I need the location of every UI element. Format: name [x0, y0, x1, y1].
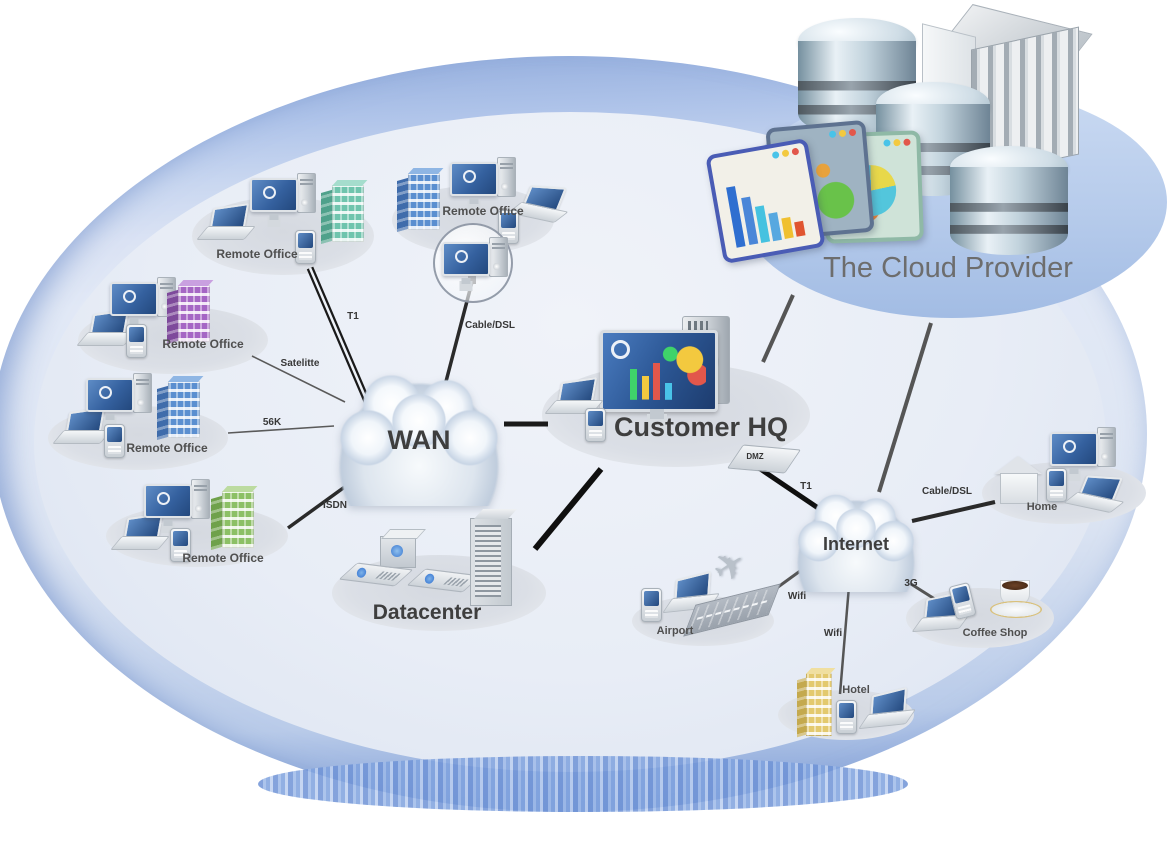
desktop-pc-icon: [250, 173, 316, 228]
smartphone-icon: [498, 210, 519, 244]
monitor-icon: [110, 282, 158, 316]
office-building-icon: [210, 486, 254, 551]
link-internet-hotel: [838, 585, 851, 695]
network-device-icon: [380, 536, 416, 568]
link-label-isdn: ISDN: [323, 500, 347, 511]
monitor-icon: [442, 242, 490, 276]
building-front: [408, 173, 440, 230]
smartphone-icon: [836, 700, 857, 734]
monitor-stand: [650, 409, 664, 419]
desktop-pc-icon: [450, 157, 516, 212]
link-label-wifi-airport: Wifi: [787, 591, 807, 602]
monitor-icon: [450, 162, 498, 196]
internet-label: Internet: [822, 533, 889, 554]
remote-office-1-label: Remote Office: [216, 247, 298, 261]
coffee-shop-label: Coffee Shop: [962, 627, 1028, 639]
datacenter-label: Datacenter: [372, 601, 482, 624]
building-front: [332, 185, 364, 242]
smartphone-icon: [104, 424, 125, 458]
pc-tower-icon: [489, 237, 508, 277]
link-56k: [227, 425, 335, 434]
wan-label: WAN: [387, 424, 451, 455]
link-label-satellite: Satelitte: [280, 358, 320, 369]
smartphone-icon: [641, 588, 662, 622]
monitor-icon: [250, 178, 298, 212]
link-provider-internet: [877, 322, 933, 493]
office-building-icon: [166, 280, 210, 345]
internet-cloud: Internet: [784, 486, 928, 592]
server-rack-icon: [470, 518, 512, 606]
link-label-56k: 56K: [262, 417, 282, 428]
home-label: Home: [1026, 501, 1058, 513]
database-icon: [950, 146, 1068, 258]
dmz-label: DMZ: [746, 452, 764, 461]
building-front: [178, 285, 210, 342]
smartphone-icon: [126, 324, 147, 358]
smartphone-icon: [1046, 468, 1067, 502]
building-front: [805, 673, 832, 736]
customer-hq-label: Customer HQ: [613, 412, 789, 442]
dashboard-monitor-icon: [600, 330, 718, 412]
smartphone-icon: [170, 528, 191, 562]
link-label-cable-dsl-home: Cable/DSL: [921, 486, 973, 497]
pc-tower-icon: [191, 479, 210, 519]
monitor-icon: [144, 484, 192, 518]
desktop-pc-icon: [1050, 427, 1116, 482]
airport-label: Airport: [656, 625, 694, 637]
remote-office-2-label: Remote Office: [442, 204, 524, 218]
smartphone-icon: [295, 230, 316, 264]
hotel-label: Hotel: [842, 684, 870, 696]
link-provider-hq: [761, 294, 795, 363]
wan-cloud: WAN: [321, 364, 517, 506]
pc-tower-icon: [297, 173, 316, 213]
coffee-cup-icon: [990, 580, 1042, 618]
link-label-3g: 3G: [904, 578, 918, 589]
smartphone-icon: [585, 408, 606, 442]
building-front: [168, 381, 200, 438]
monitor-icon: [86, 378, 134, 412]
link-label-wifi-hotel: Wifi: [823, 628, 843, 639]
link-label-t1-internet: T1: [800, 481, 812, 492]
coffee-surface: [1002, 581, 1028, 590]
desktop-pc-icon: [144, 479, 210, 534]
pc-tower-icon: [497, 157, 516, 197]
laptop-icon: [202, 206, 254, 240]
cloud-provider-label: The Cloud Provider: [823, 252, 1073, 284]
office-building-icon: [396, 168, 440, 233]
building-front: [222, 491, 254, 548]
remote-office-5-label: Remote Office: [182, 551, 264, 565]
office-building-icon: [156, 376, 200, 441]
desktop-pc-icon: [442, 237, 508, 292]
office-building-icon: [320, 180, 364, 245]
link-label-cable-dsl-wan: Cable/DSL: [464, 320, 516, 331]
remote-office-4-label: Remote Office: [126, 441, 208, 455]
house-door: [1016, 484, 1024, 502]
pc-tower-icon: [133, 373, 152, 413]
link-hq-datacenter: [532, 467, 604, 551]
hotel-building-icon: [796, 668, 832, 738]
world-bottom-rim: [258, 756, 908, 812]
link-label-t1-wan: T1: [347, 311, 359, 322]
house-icon: [992, 456, 1044, 504]
remote-office-3-label: Remote Office: [162, 337, 244, 351]
monitor-icon: [1050, 432, 1098, 466]
desktop-pc-icon: [86, 373, 152, 428]
pc-tower-icon: [1097, 427, 1116, 467]
